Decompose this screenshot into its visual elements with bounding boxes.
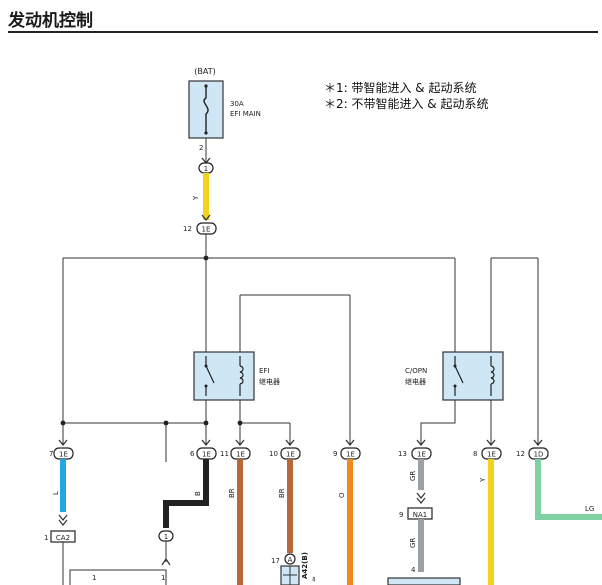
junction-top-pin: 12 xyxy=(183,225,192,233)
fuse-element-icon xyxy=(203,86,209,133)
wire-label-BR-1: BR xyxy=(228,488,236,498)
wire-label-O: O xyxy=(338,492,346,498)
terminal-10-conn: 1E xyxy=(286,451,295,459)
relay-copn-box xyxy=(442,351,504,401)
title-divider xyxy=(8,31,598,33)
wire-label-BR-2: BR xyxy=(278,488,286,498)
relay-copn-desc: 继电器 xyxy=(405,377,426,386)
terminal-9: 9 1E xyxy=(333,439,361,460)
terminal-12-pin: 12 xyxy=(516,450,525,458)
fuse-name: EFI MAIN xyxy=(230,110,261,118)
notes: ＊1: 带智能进入 & 起动系统 ＊2: 不带智能进入 & 起动系统 xyxy=(324,80,488,112)
connector-1-label: 1 xyxy=(204,165,208,173)
terminal-13-conn: 1E xyxy=(417,451,426,459)
wire-label-GR-2: GR xyxy=(409,538,417,548)
terminal-6-pin: 6 xyxy=(190,450,195,458)
wire-label-LG: LG xyxy=(585,505,594,513)
connector-ca2-pin: 1 xyxy=(44,534,48,542)
terminal-12-conn: 1D xyxy=(534,451,544,459)
junction-top-conn: 1E xyxy=(202,226,211,234)
wire-green-LG xyxy=(535,459,602,520)
connector-a42-suffix: ≈ xyxy=(310,576,318,582)
terminal-8-conn: 1E xyxy=(487,451,496,459)
note-1: ＊1: 带智能进入 & 起动系统 xyxy=(324,81,477,95)
wire-label-B: B xyxy=(194,491,202,496)
terminal-8-pin: 8 xyxy=(473,450,477,458)
terminal-9-pin: 9 xyxy=(333,450,337,458)
terminal-7-pin: 7 xyxy=(49,450,53,458)
connector-a42-pin: 17 xyxy=(271,557,280,565)
terminal-6-conn: 1E xyxy=(202,451,211,459)
terminal-11-conn: 1E xyxy=(236,451,245,459)
wire-label-L: L xyxy=(52,491,60,495)
connector-a42-name: A42(B) xyxy=(301,552,309,579)
fuse-pin: 2 xyxy=(199,144,203,152)
left-pin-1: 1 xyxy=(92,574,96,582)
fuse-rating: 30A xyxy=(230,100,244,108)
wire-label-GR-1: GR xyxy=(409,471,417,481)
terminal-10-pin: 10 xyxy=(269,450,278,458)
terminal-8: 8 1E xyxy=(473,439,502,460)
wire-black-B xyxy=(163,459,209,528)
connector-ca2-name: CA2 xyxy=(56,534,70,542)
left-pin-2: 1 xyxy=(161,574,165,582)
terminal-11-pin: 11 xyxy=(220,450,229,458)
terminal-7: 7 1E xyxy=(49,439,74,460)
wire-label-fuse-out: Y xyxy=(192,195,200,201)
connector-na1-name: NA1 xyxy=(413,511,427,519)
connector-1-lower: 1 xyxy=(164,533,168,541)
connector-a42-letter: A xyxy=(288,556,293,564)
terminal-7-conn: 1E xyxy=(59,451,68,459)
relay-efi-box xyxy=(193,351,255,401)
connector-na1-pin: 9 xyxy=(399,511,403,519)
relay-copn-name: C/OPN xyxy=(405,367,427,375)
relay-efi-desc: 继电器 xyxy=(259,377,280,386)
component-lower-box xyxy=(387,577,461,585)
terminal-10: 10 1E xyxy=(269,439,301,460)
terminal-6: 6 1E xyxy=(190,439,217,460)
terminal-12: 12 1D xyxy=(516,439,549,460)
terminal-11: 11 1E xyxy=(220,439,251,460)
fuse-source-label: (BAT) xyxy=(194,67,215,76)
terminal-13-pin: 13 xyxy=(398,450,407,458)
page-title: 发动机控制 xyxy=(8,11,93,31)
na1-output-pin: 4 xyxy=(411,566,416,574)
terminal-13: 13 1E xyxy=(398,439,432,460)
relay-efi-name: EFI xyxy=(259,367,270,375)
wire-label-Y: Y xyxy=(479,477,487,483)
terminal-9-conn: 1E xyxy=(346,451,355,459)
note-2: ＊2: 不带智能进入 & 起动系统 xyxy=(324,97,489,111)
